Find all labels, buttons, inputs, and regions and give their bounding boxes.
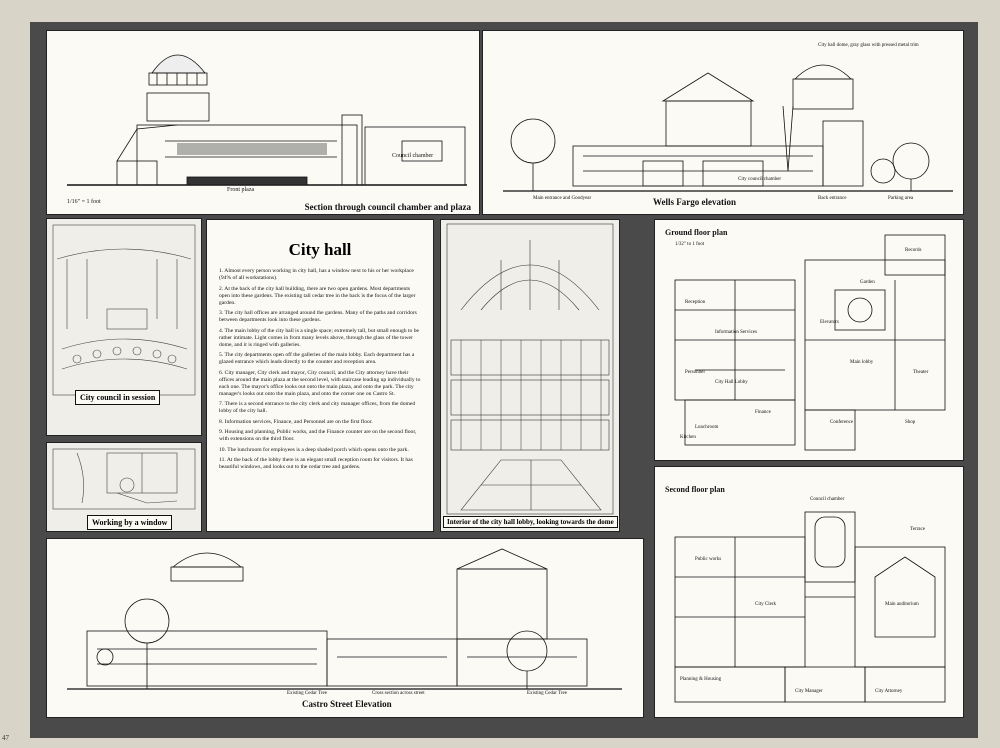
castro-label-section: Cross section across street [372, 691, 425, 696]
castro-label-tree-2: Existing Cedar Tree [527, 691, 567, 696]
ground-label-main-lobby: Main lobby [850, 360, 874, 365]
section-label-chamber: Council chamber [392, 153, 434, 159]
ground-label-personnel: Personnel [685, 370, 705, 375]
interior-panel: Interior of the city hall lobby, looking… [440, 219, 620, 532]
ground-label-kitchen: Kitchen [680, 435, 696, 440]
council-caption: City council in session [75, 390, 161, 405]
ground-label-reception: Reception [685, 300, 706, 305]
ground-label-elevators: Elevators [820, 320, 839, 325]
note-item: 4. The main lobby of the city hall is a … [219, 327, 419, 348]
second-label-auditorium: Main auditorium [885, 602, 919, 607]
second-label-public-works: Public works [695, 557, 722, 562]
wells-fargo-drawing [503, 64, 953, 192]
section-label-plaza: Front plaza [227, 187, 255, 193]
second-floor-plan-panel: Second floor plan Council chamber Public… [654, 466, 964, 718]
window-caption: Working by a window [87, 515, 173, 530]
note-item: 11. At the back of the lobby there is an… [219, 457, 413, 470]
second-label-chamber: Council chamber [810, 497, 845, 502]
wells-label-chamber: City council chamber [738, 177, 782, 182]
ground-label-lunchroom: Lunchroom [695, 425, 719, 430]
ground-label-lobby: City Hall Lobby [715, 380, 748, 385]
second-label-clerk: City Clerk [755, 602, 776, 607]
city-hall-notes-panel: City hall 1. Almost every person working… [206, 219, 434, 532]
second-label-manager: City Manager [795, 689, 823, 694]
wells-caption: Wells Fargo elevation [653, 197, 736, 207]
page-number: 47 [2, 734, 9, 742]
ground-label-conference: Conference [830, 420, 854, 425]
council-sketch [52, 224, 196, 396]
second-label-attorney: City Attorney [875, 689, 903, 694]
note-item: 10. The lunchroom for employees is a dee… [219, 446, 409, 453]
castro-label-tree-1: Existing Cedar Tree [287, 691, 327, 696]
ground-label-garden: Garden [860, 280, 875, 285]
note-item: 3. The city hall offices are arranged ar… [219, 310, 417, 323]
wells-label-parking: Parking area [888, 196, 914, 201]
section-drawing [67, 54, 467, 186]
wells-top-note: City hall dome, gray glass with pressed … [818, 43, 919, 48]
city-hall-title: City hall [288, 240, 352, 259]
window-sketch [52, 448, 196, 510]
wells-label-back: Back entrance [818, 196, 847, 201]
interior-caption: Interior of the city hall lobby, looking… [443, 516, 618, 528]
section-scale: 1/16" = 1 foot [67, 199, 101, 205]
ground-label-shop: Shop [905, 420, 916, 425]
wells-label-entrance: Main entrance and Goodyear [533, 196, 592, 201]
section-panel: 1/16" = 1 foot Council chamber Front pla… [46, 30, 480, 215]
section-caption: Section through council chamber and plaz… [304, 202, 471, 212]
wells-fargo-panel: City hall dome, gray glass with pressed … [482, 30, 964, 215]
ground-plan-drawing [674, 234, 946, 451]
window-panel: Working by a window [46, 442, 202, 532]
ground-label-theater: Theater [913, 370, 929, 375]
note-item: 8. Information services, Finance, and Pe… [219, 418, 373, 425]
castro-drawing [67, 548, 622, 690]
note-item: 5. The city departments open off the gal… [219, 352, 415, 365]
ground-label-info: Information Services [715, 330, 758, 335]
council-panel: City council in session [46, 218, 202, 436]
castro-panel: Existing Cedar Tree Cross section across… [46, 538, 644, 718]
ground-plan-title: Ground floor plan [665, 228, 728, 237]
note-item: 6. City manager, City clerk and mayor, C… [219, 369, 421, 397]
interior-sketch [446, 223, 614, 515]
second-plan-drawing [674, 511, 946, 703]
castro-caption: Castro Street Elevation [302, 699, 392, 709]
ground-plan-scale: 1/32" to 1 foot [675, 242, 705, 247]
note-item: 9. Housing and planning, Public works, a… [219, 429, 417, 442]
note-item: 2. At the back of the city hall building… [219, 285, 416, 306]
ground-label-records: Records [905, 248, 922, 253]
second-label-planning: Planning & Housing [680, 677, 722, 682]
second-plan-title: Second floor plan [665, 485, 725, 494]
ground-label-finance: Finance [755, 410, 771, 415]
ground-floor-plan-panel: Ground floor plan 1/32" to 1 foot Recept… [654, 219, 964, 461]
note-item: 1. Almost every person working in city h… [219, 268, 414, 281]
city-hall-notes: 1. Almost every person working in city h… [219, 268, 421, 475]
second-label-terrace: Terrace [910, 527, 925, 532]
note-item: 7. There is a second entrance to the cit… [219, 401, 416, 414]
